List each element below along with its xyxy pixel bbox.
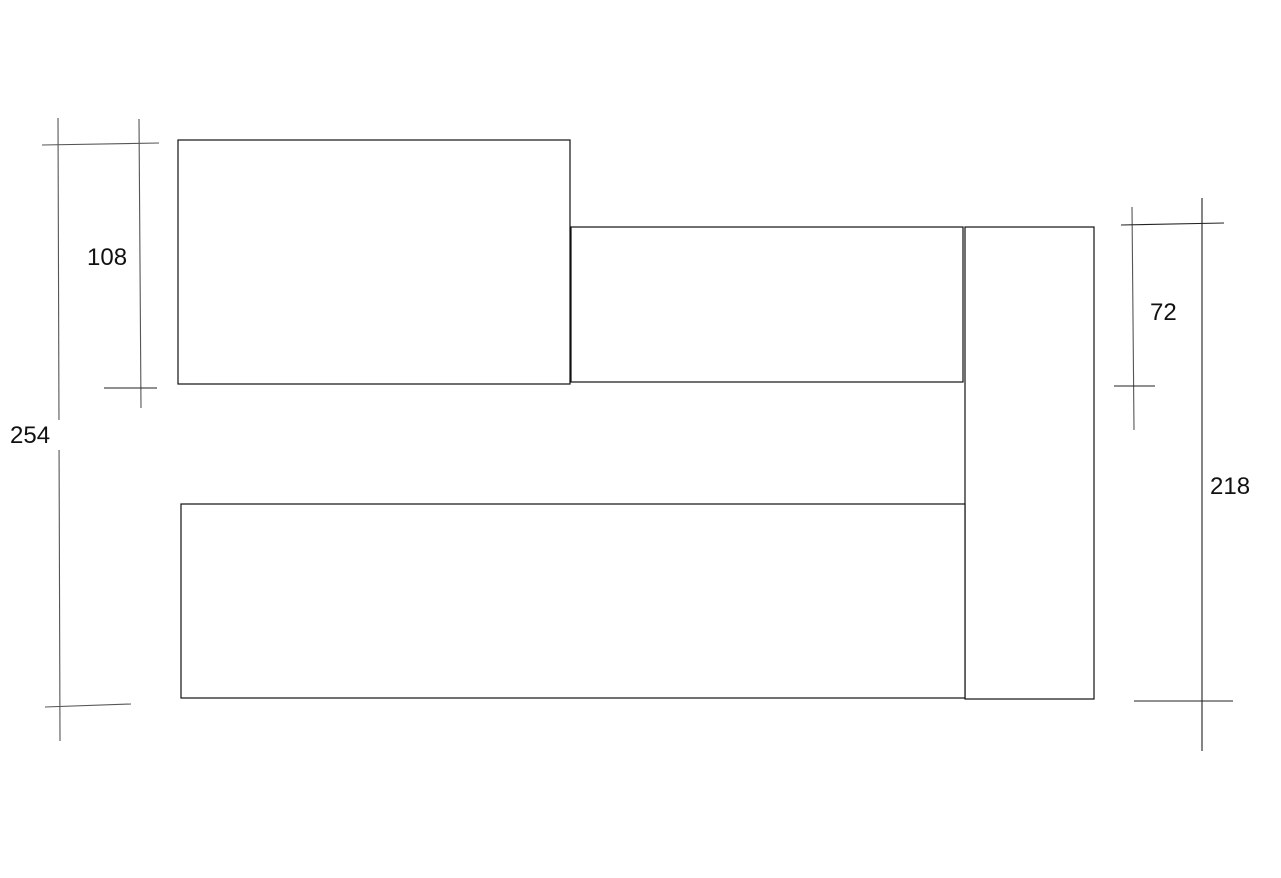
dimension-left-overall: 254 xyxy=(8,117,160,742)
extension-line-left-overall-bottom xyxy=(44,703,132,708)
dimension-label-left-upper: 108 xyxy=(87,244,127,271)
panel-right-tall xyxy=(964,226,1095,700)
dimension-label-bg-right-overall xyxy=(1207,471,1259,501)
dimension-left-upper: 108 xyxy=(84,118,157,409)
dimension-right-upper: 72 xyxy=(1114,206,1225,431)
panel-top-middle xyxy=(570,226,964,383)
dimension-right-overall: 218 xyxy=(1134,198,1259,751)
dimension-label-right-overall: 218 xyxy=(1210,473,1250,500)
panel-group xyxy=(177,139,1095,700)
dimension-line-right-upper xyxy=(1131,206,1135,431)
dimension-line-left-upper xyxy=(138,118,142,409)
extension-line-right-upper-top xyxy=(1120,222,1225,226)
panel-bottom-wide xyxy=(180,503,966,699)
panel-top-left xyxy=(177,139,571,385)
dimension-label-right-upper: 72 xyxy=(1150,299,1177,326)
extension-line-left-overall-top xyxy=(41,142,160,146)
dimension-label-left-overall: 254 xyxy=(10,422,50,449)
dimension-label-bg-left-overall xyxy=(8,420,60,450)
dimension-label-bg-left-upper xyxy=(84,242,138,272)
